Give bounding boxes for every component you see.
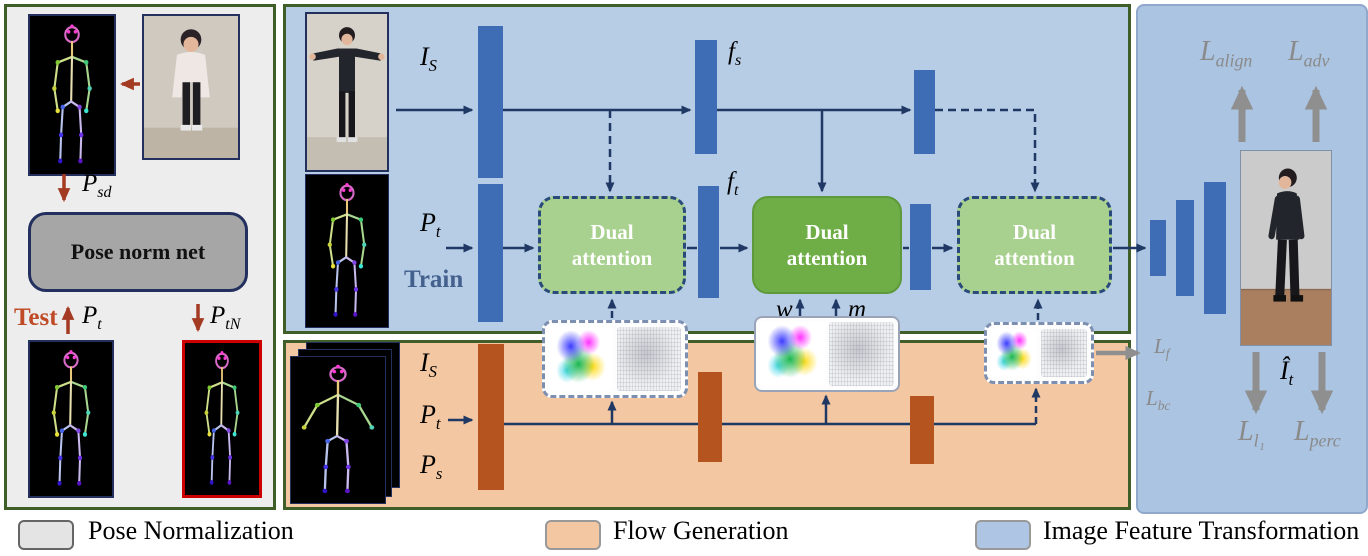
legend-swatch-image-feature-transformation	[975, 520, 1031, 550]
label-p-t-orange: Pt	[420, 400, 441, 434]
label-i-hat-t: Ît	[1280, 356, 1294, 390]
flow-field-image-3	[991, 329, 1037, 377]
flow-field-image-1	[549, 327, 613, 391]
feature-bar-mid-right	[910, 204, 931, 290]
label-p-sd: Psd	[82, 170, 112, 201]
target-pose-image-blue	[305, 174, 389, 328]
legend-label-pose-normalization: Pose Normalization	[88, 516, 294, 545]
label-l-perc: Lperc	[1294, 416, 1341, 451]
decoder-bar-2	[1176, 200, 1194, 296]
pose-norm-net-label: Pose norm net	[70, 239, 206, 264]
mask-image-1	[617, 327, 681, 391]
feature-bar-top-right	[914, 70, 935, 154]
flow-mask-pair-1	[542, 320, 688, 398]
dual-attention-block-1: Dual attention	[538, 196, 686, 294]
label-p-s-orange: Ps	[420, 450, 443, 484]
flow-mask-pair-3	[984, 322, 1094, 384]
flow-encoder-bar-3	[910, 396, 934, 464]
label-p-t-blue: Pt	[420, 208, 441, 242]
label-f-s: fs	[728, 38, 742, 69]
legend-swatch-pose-normalization	[18, 520, 74, 550]
pose-norm-net-box: Pose norm net	[28, 212, 248, 292]
label-l-f: Lf	[1154, 334, 1170, 362]
label-p-tn: PtN	[210, 302, 241, 333]
label-i-s-orange: IS	[420, 348, 437, 382]
flow-mask-pair-2	[754, 316, 900, 392]
legend-label-flow-generation: Flow Generation	[613, 516, 789, 545]
legend-swatch-flow-generation	[545, 520, 601, 550]
encoder-bar-pose	[478, 184, 503, 322]
mask-image-2	[829, 322, 894, 386]
normalized-pose-skeleton-image	[182, 340, 262, 498]
decoder-bar-1	[1150, 220, 1166, 276]
encoder-bar-image	[478, 26, 503, 178]
source-pose-skeleton-image	[28, 14, 116, 176]
dual-attention-block-3: Dual attention	[957, 196, 1112, 294]
dual-attention-block-2: Dual attention	[752, 196, 902, 294]
generated-image	[1240, 150, 1332, 346]
test-label: Test	[14, 304, 58, 331]
test-pose-skeleton-image	[28, 340, 114, 498]
label-f-t: ft	[727, 168, 739, 199]
train-label: Train	[404, 266, 464, 293]
source-image-is	[305, 12, 389, 172]
decoder-bar-3	[1204, 182, 1226, 314]
label-l-adv: Ladv	[1288, 36, 1330, 71]
source-person-photo	[142, 14, 240, 160]
label-l-align: Lalign	[1200, 36, 1253, 71]
legend-label-image-feature-transformation: Image Feature Transformation	[1043, 516, 1360, 545]
mask-image-3	[1041, 329, 1087, 377]
label-l-bc: Lbc	[1146, 386, 1171, 414]
feature-bar-ft	[698, 186, 719, 298]
feature-bar-fs	[695, 40, 717, 154]
flow-field-image-2	[760, 322, 825, 386]
flow-encoder-bar-2	[698, 372, 722, 462]
pose-stack-front-image	[290, 356, 386, 504]
label-i-s-blue: IS	[420, 42, 437, 76]
label-l-l1: Ll₁	[1238, 416, 1265, 451]
flow-encoder-bar-1	[478, 344, 504, 490]
label-p-t-test: Pt	[82, 302, 102, 333]
